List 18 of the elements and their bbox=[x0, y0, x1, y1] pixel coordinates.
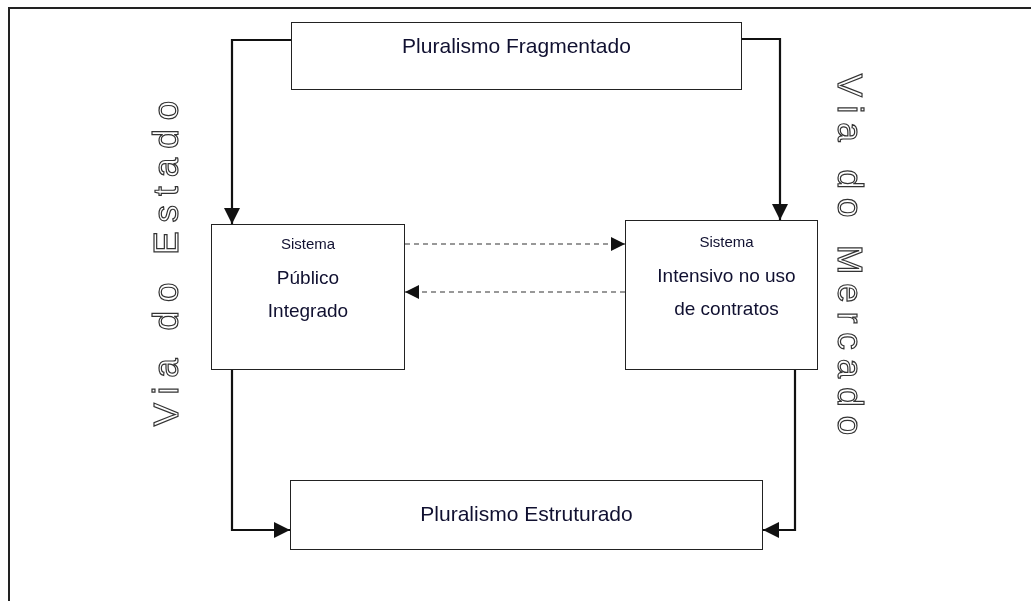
vertical-label: Via do Mercado bbox=[830, 72, 870, 447]
arrow bbox=[742, 37, 788, 220]
box-text: Público Integrado bbox=[266, 266, 350, 324]
box-heading: Sistema bbox=[280, 235, 336, 253]
box-heading: Pluralismo Fragmentado bbox=[402, 33, 631, 59]
process-box bbox=[625, 220, 818, 370]
box-heading: Pluralismo Estruturado bbox=[420, 501, 633, 527]
arrow bbox=[404, 285, 626, 299]
arrow bbox=[404, 237, 626, 251]
arrow bbox=[224, 38, 291, 224]
box-heading: Sistema bbox=[699, 233, 754, 251]
box-text: Intensivo no uso de contratos bbox=[656, 264, 797, 322]
process-box bbox=[211, 224, 405, 370]
arrow bbox=[230, 370, 290, 538]
vertical-label: Via do Estado bbox=[146, 90, 186, 429]
process-box bbox=[290, 480, 763, 550]
process-box bbox=[291, 22, 742, 90]
arrow bbox=[763, 370, 797, 538]
